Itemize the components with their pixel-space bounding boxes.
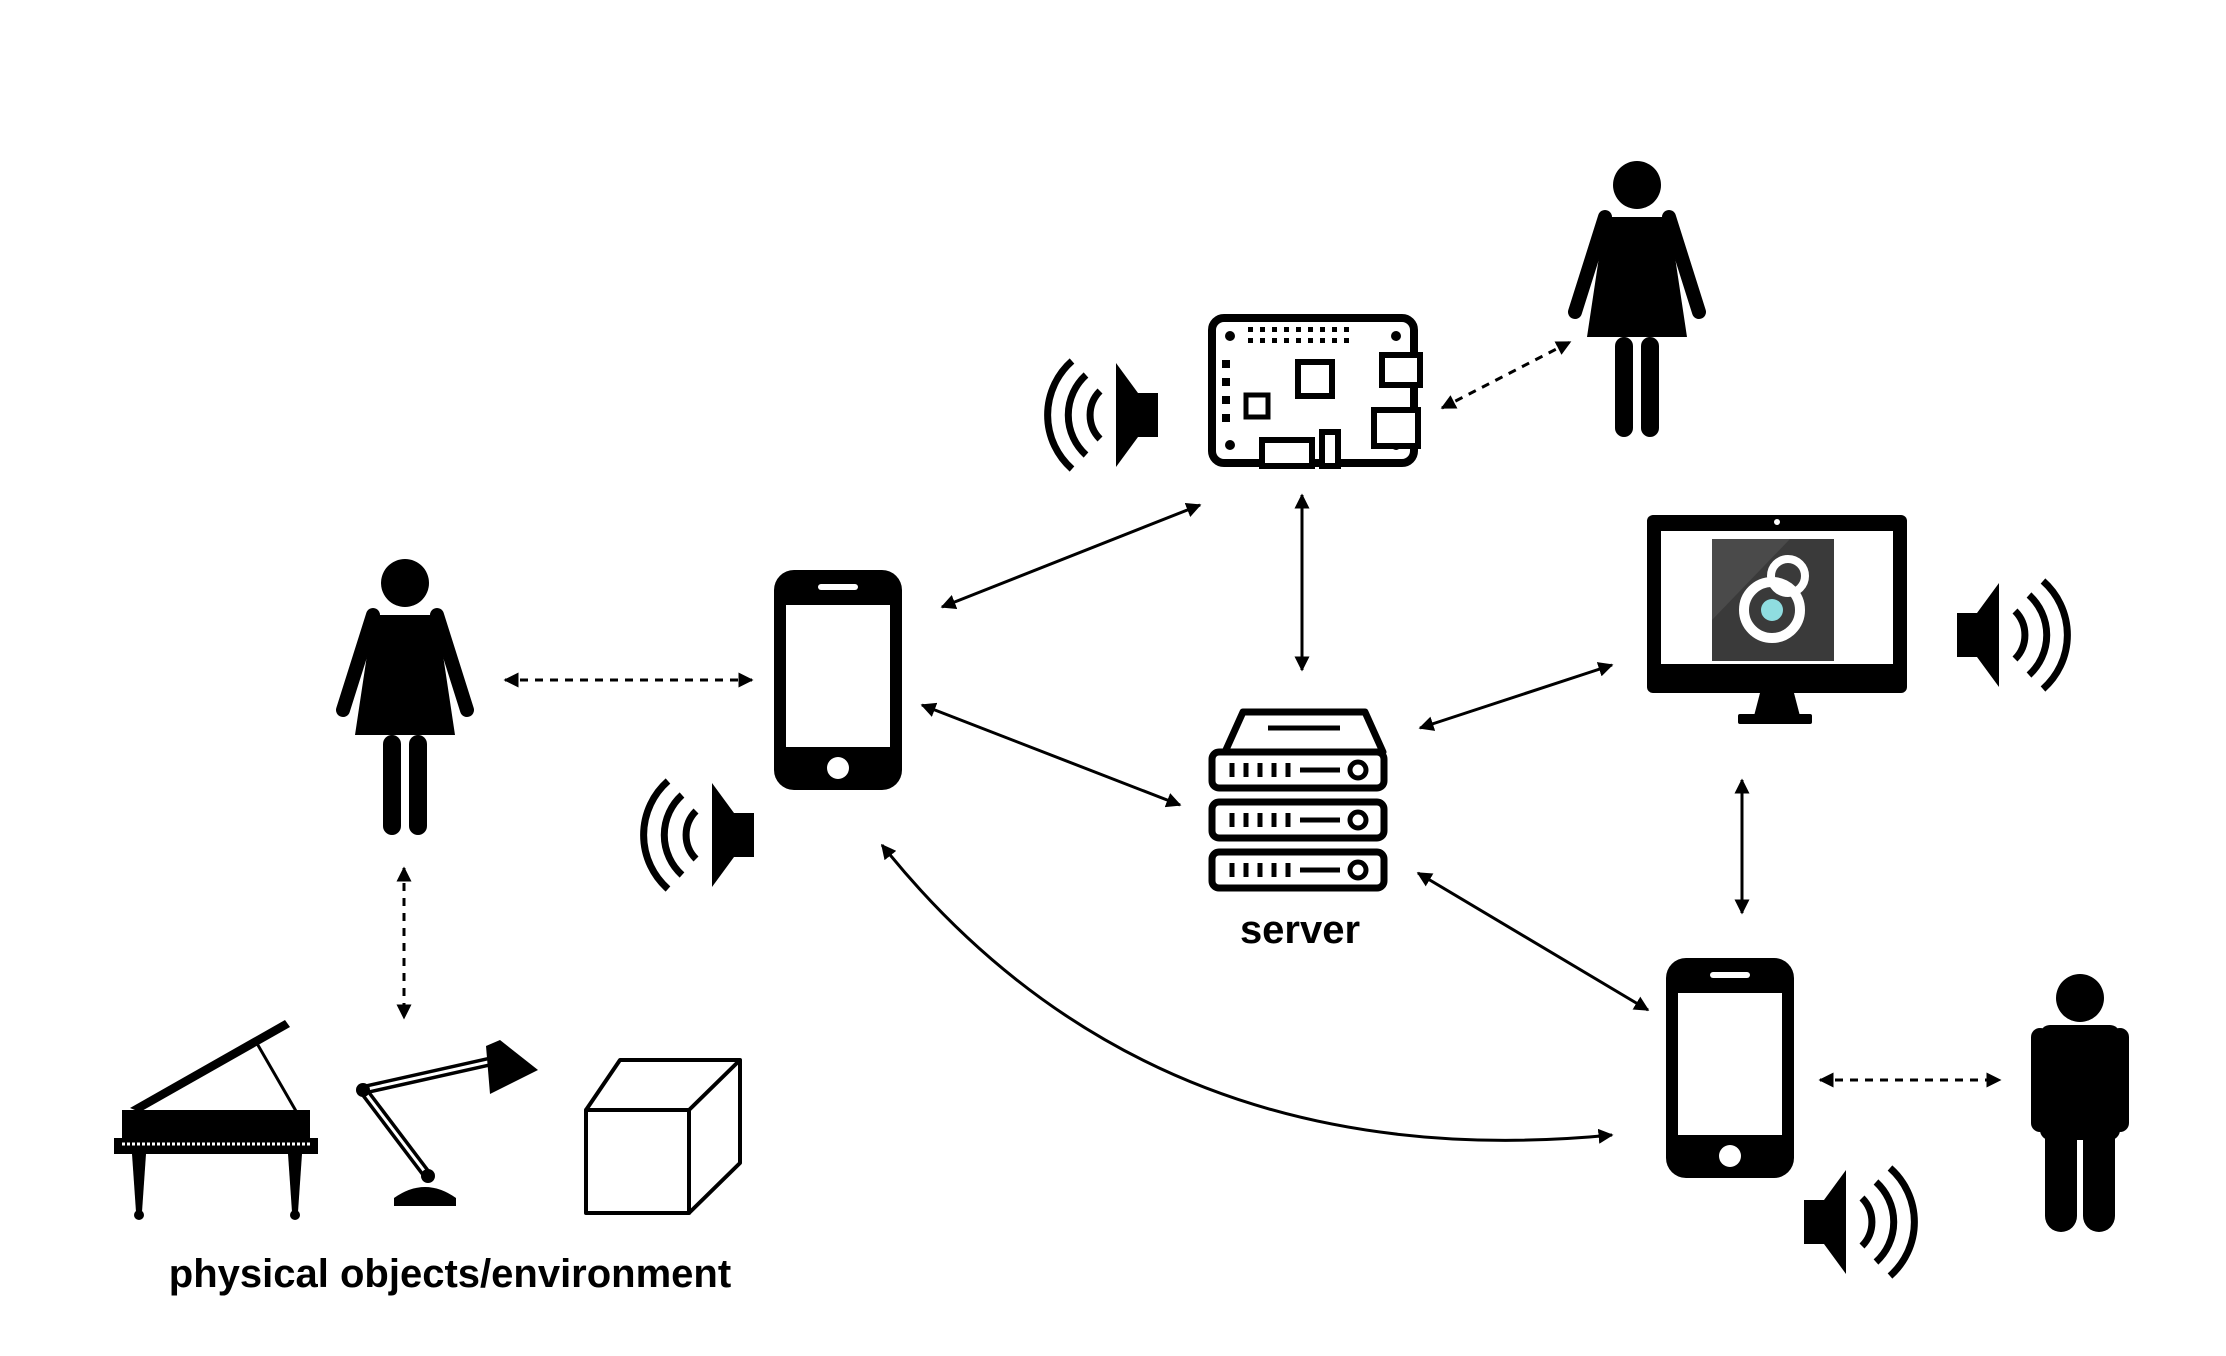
physical-objects-label: physical objects/environment — [169, 1252, 731, 1296]
server-label: server — [1240, 908, 1360, 952]
woman-icon — [1575, 161, 1699, 437]
arrow-server-monitor — [1418, 662, 1614, 731]
cube-icon — [584, 1058, 742, 1215]
arrow-phone-server — [920, 702, 1182, 808]
speaker-icon — [1804, 1168, 1914, 1276]
woman-icon — [343, 559, 467, 835]
desk-lamp-icon — [356, 1040, 538, 1206]
speaker-icon — [1048, 361, 1158, 469]
speaker-icon — [1957, 581, 2067, 689]
grand-piano-icon — [114, 1020, 318, 1220]
smartphone-icon — [774, 570, 902, 790]
smartphone-icon — [1666, 958, 1794, 1178]
server-rack-icon — [1208, 708, 1388, 892]
raspberry-pi-board-icon — [1208, 314, 1423, 469]
arrow-phone-board — [940, 502, 1202, 610]
speaker-icon — [644, 781, 754, 889]
arrow-board-woman — [1440, 340, 1572, 410]
desktop-monitor-icon — [1647, 515, 1907, 724]
man-icon — [2031, 974, 2129, 1232]
arrow-server-phone2 — [1416, 871, 1650, 1012]
arrow-phone-phone2-curve — [880, 843, 1614, 1144]
connectors — [396, 340, 2002, 1144]
